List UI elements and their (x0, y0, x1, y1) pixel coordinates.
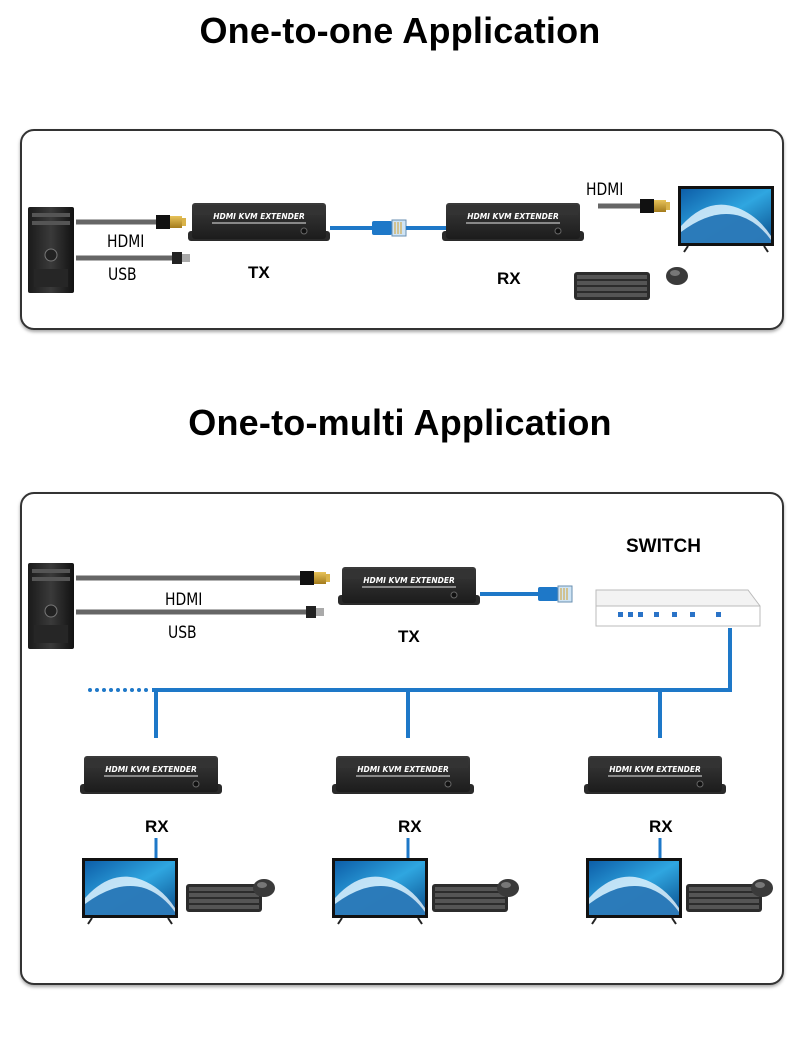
keyboard-icon (574, 272, 650, 300)
rx-device (441, 202, 585, 242)
pc-tower-icon (27, 206, 75, 294)
rx-label-2: RX (398, 817, 422, 836)
mouse-icon-3 (751, 879, 773, 897)
hdmi-out-plug-icon (640, 199, 670, 213)
rj45-plug-icon (371, 219, 407, 237)
usb-label: USB (168, 623, 197, 643)
keyboard-icon-1 (186, 884, 262, 912)
switch-label: SWITCH (626, 536, 701, 557)
rx-label-3: RX (649, 817, 673, 836)
keyboard-icon-3 (686, 884, 762, 912)
hdmi-plug-icon (156, 215, 186, 229)
tx-label: TX (398, 627, 420, 646)
section2-diagram (27, 562, 773, 925)
monitor-icon-1 (81, 857, 179, 925)
mouse-icon (666, 267, 688, 285)
rx-label-1: RX (145, 817, 169, 836)
pc-tower-icon (27, 562, 75, 650)
rx-device-2 (331, 755, 475, 795)
monitor-icon-3 (585, 857, 683, 925)
rx-label: RX (497, 269, 521, 288)
one-to-one-title: One-to-one Application (199, 10, 601, 51)
usb-plug-icon (306, 606, 324, 618)
rj45-plug-icon (537, 585, 573, 603)
mouse-icon-2 (497, 879, 519, 897)
hdmi-in-label: HDMI (165, 590, 203, 610)
section1-diagram (27, 185, 775, 300)
hdmi-out-label: HDMI (586, 180, 624, 200)
mouse-icon-1 (253, 879, 275, 897)
monitor-icon-2 (331, 857, 429, 925)
tx-label: TX (248, 263, 270, 282)
keyboard-icon-2 (432, 884, 508, 912)
rx-device-3 (583, 755, 727, 795)
rx-device-1 (79, 755, 223, 795)
usb-plug-icon (172, 252, 190, 264)
monitor-icon (677, 185, 775, 253)
hdmi-plug-icon (300, 571, 330, 585)
tx-device (337, 566, 481, 606)
usb-label: USB (108, 265, 137, 285)
one-to-multi-title: One-to-multi Application (188, 402, 612, 443)
network-switch-icon (595, 589, 761, 627)
hdmi-in-label: HDMI (107, 232, 145, 252)
tx-device (187, 202, 331, 242)
